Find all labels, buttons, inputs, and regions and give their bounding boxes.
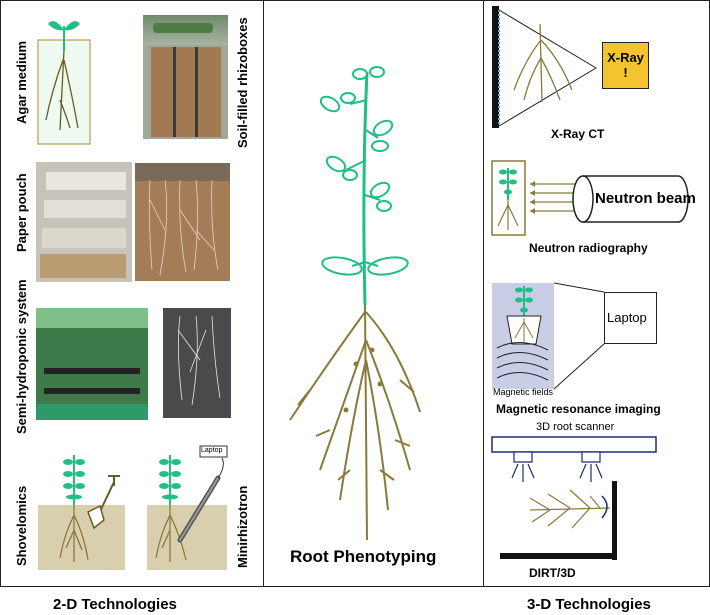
neutron-radiography-illustration xyxy=(491,160,689,236)
rhizobox-photo xyxy=(143,15,228,139)
mri-label: Magnetic resonance imaging xyxy=(496,402,661,416)
xray-ct-illustration xyxy=(492,6,597,128)
3d-technologies-footer: 3-D Technologies xyxy=(527,596,651,613)
xray-source-box xyxy=(602,42,649,89)
xray-source-label: X-Ray ! xyxy=(607,50,644,80)
paper-pouch-photo-1 xyxy=(36,162,132,282)
mri-illustration xyxy=(496,282,605,390)
dirt-3d-illustration xyxy=(491,436,657,560)
dirt-3d-label: DIRT/3D xyxy=(529,566,576,580)
xray-ct-label: X-Ray CT xyxy=(551,127,605,141)
magnetic-fields-label: Magnetic fields xyxy=(493,387,554,397)
paper-pouch-photo-2 xyxy=(135,163,230,281)
semi-hydroponic-photo xyxy=(36,308,148,420)
minirhizotron-illustration xyxy=(147,445,228,570)
2d-technologies-footer: 2-D Technologies xyxy=(53,596,177,613)
agar-medium-illustration xyxy=(37,21,91,145)
neutron-beam-label: Neutron beam xyxy=(595,190,696,207)
mri-laptop-label: Laptop xyxy=(607,310,647,325)
shovelomics-illustration xyxy=(38,455,125,570)
mri-laptop-box xyxy=(604,292,657,344)
neutron-radiography-label: Neutron radiography xyxy=(529,241,648,255)
minirhizotron-laptop-label: Laptop xyxy=(201,447,223,454)
semi-hydroponic-roots xyxy=(177,315,221,406)
paper-pouch-roots xyxy=(148,179,219,276)
root-phenotyping-title: Root Phenotyping xyxy=(290,547,437,566)
root-phenotyping-plant xyxy=(289,66,421,541)
3d-root-scanner-label: 3D root scanner xyxy=(536,421,615,433)
